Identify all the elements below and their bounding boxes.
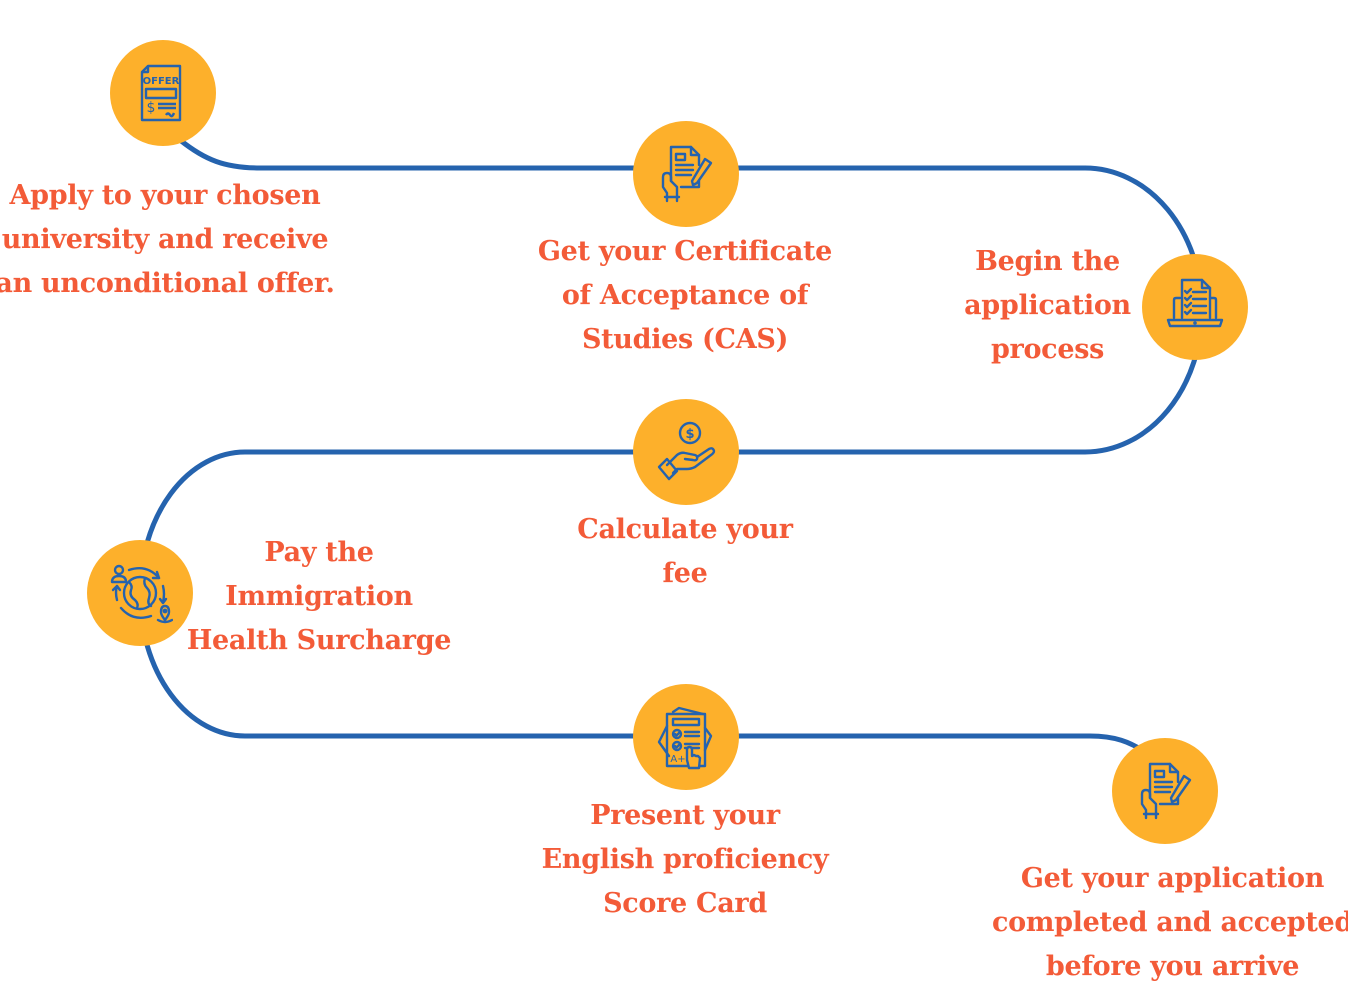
step-1-node: OFFER $ — [110, 40, 216, 146]
timeline-connector — [137, 137, 1205, 755]
step-3-node — [1142, 254, 1248, 360]
document-signing-icon — [1140, 762, 1192, 820]
step-5-label: Pay the Immigration Health Surcharge — [186, 537, 452, 656]
step-6-node: A+ — [633, 684, 739, 790]
step-4-node: $ — [633, 399, 739, 505]
grade-text: A+ — [670, 754, 685, 765]
laptop-checklist-icon — [1166, 278, 1224, 328]
svg-text:$: $ — [685, 427, 694, 442]
step-6-label: Present your English proficiency Score C… — [541, 800, 829, 919]
offer-text: OFFER — [143, 76, 180, 87]
hand-coin-icon: $ — [657, 421, 716, 481]
step-4-label: Calculate your fee — [577, 514, 793, 589]
step-2-node — [633, 121, 739, 227]
step-3-label: Begin the application process — [964, 246, 1131, 365]
step-2-label: Get your Certificate of Acceptance of St… — [537, 236, 833, 355]
globe-travel-icon — [110, 564, 173, 624]
step-1-label: Apply to your chosen university and rece… — [0, 180, 335, 299]
step-5-node — [87, 540, 193, 646]
score-card-icon: A+ — [657, 706, 713, 770]
step-7-node — [1112, 738, 1218, 844]
svg-text:$: $ — [147, 100, 156, 116]
offer-letter-icon: OFFER $ — [140, 64, 182, 122]
document-signing-icon — [661, 145, 713, 203]
step-7-label: Get your application completed and accep… — [991, 863, 1348, 982]
